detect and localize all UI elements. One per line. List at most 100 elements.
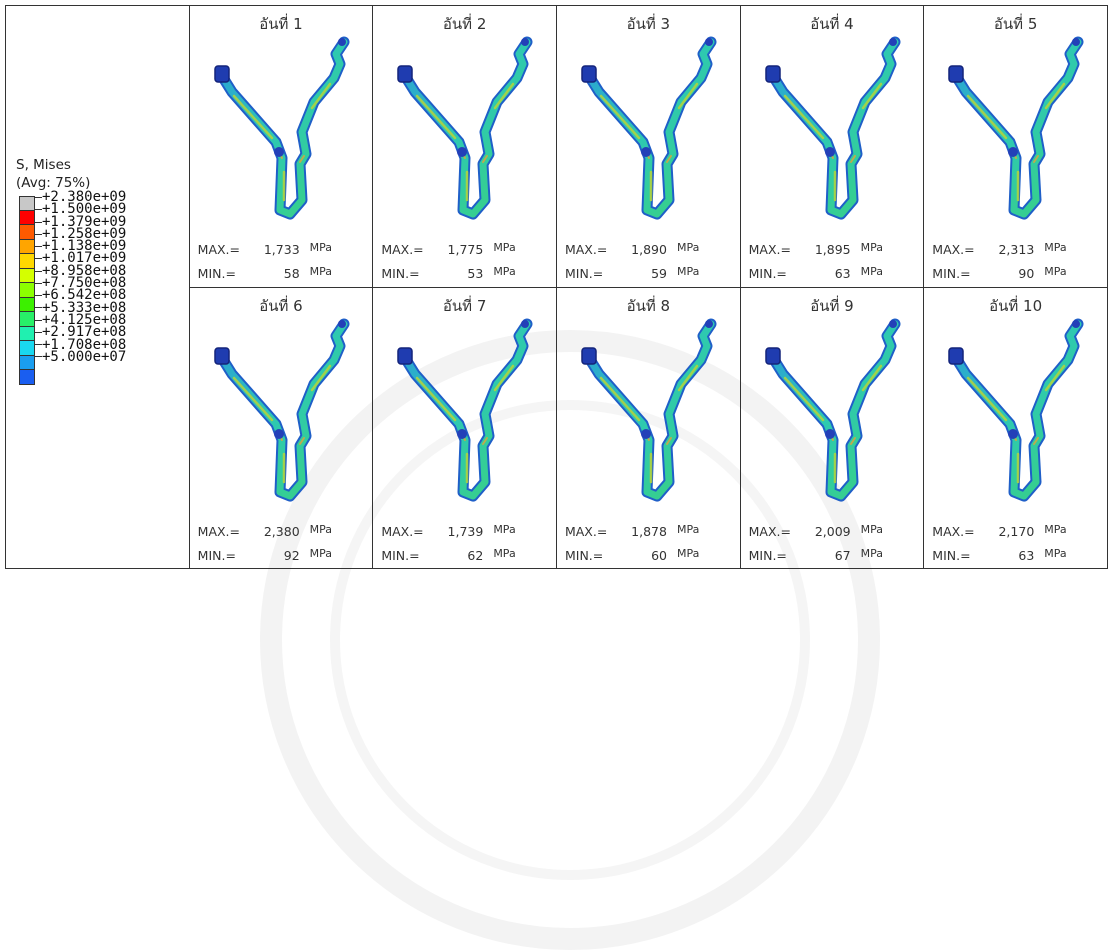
max-value: 2,170: [998, 523, 1035, 539]
max-value: 1,890: [631, 242, 667, 257]
fea-model-image: [581, 318, 717, 501]
legend-level-label: +1.138e+09: [42, 238, 127, 255]
max-unit: MPa: [493, 522, 516, 536]
max-unit: MPa: [309, 241, 333, 254]
cell-title: อันที่ 3: [626, 15, 671, 33]
min-value: 92: [283, 547, 300, 563]
legend-swatch: [19, 297, 35, 312]
legend-swatch: [19, 355, 35, 370]
legend-swatches: [19, 196, 35, 385]
min-label: MIN.=: [564, 547, 604, 563]
min-label: MIN.=: [197, 266, 236, 281]
fea-model-image: [213, 36, 350, 220]
fea-model-image: [213, 318, 350, 501]
stress-legend: S, Mises (Avg: 75%) +2.380e+09+1.500e+09…: [16, 156, 126, 385]
fea-model-image: [764, 36, 901, 220]
cell-title: อันที่ 9: [810, 296, 854, 315]
max-label: MAX.=: [932, 523, 975, 539]
cell-title: อันที่ 4: [810, 15, 854, 33]
min-unit: MPa: [493, 546, 516, 560]
max-value: 1,775: [447, 242, 484, 257]
min-value: 63: [834, 266, 851, 281]
max-unit: MPa: [1044, 241, 1067, 254]
legend-level-label: +1.258e+09: [42, 225, 127, 242]
legend-swatch: [19, 370, 35, 385]
max-label: MAX.=: [748, 242, 791, 257]
legend-labels: +2.380e+09+1.500e+09+1.379e+09+1.258e+09…: [42, 189, 127, 365]
min-value: 62: [467, 547, 484, 563]
min-value: 90: [1018, 266, 1035, 281]
max-unit: MPa: [860, 522, 883, 536]
min-unit: MPa: [676, 546, 700, 560]
min-unit: MPa: [860, 546, 883, 560]
legend-tick: [35, 319, 42, 321]
legend-level-label: +5.000e+07: [42, 348, 127, 365]
legend-tick: [35, 344, 42, 346]
max-unit: MPa: [493, 241, 516, 254]
legend-subtitle: (Avg: 75%): [16, 175, 91, 191]
results-grid: S, Mises (Avg: 75%) +2.380e+09+1.500e+09…: [5, 5, 1108, 569]
legend-tick: [35, 209, 42, 211]
max-label: MAX.=: [748, 523, 791, 539]
legend-tick: [35, 221, 42, 223]
min-unit: MPa: [309, 546, 333, 560]
cell-title: อันที่ 1: [259, 15, 303, 33]
model-view: [204, 32, 360, 232]
model-view: [571, 314, 727, 514]
min-unit: MPa: [860, 265, 883, 278]
legend-level-label: +1.017e+09: [42, 250, 127, 267]
legend-swatch: [19, 210, 35, 225]
legend-title: S, Mises: [16, 157, 71, 173]
fea-model-image: [764, 318, 901, 501]
legend-level-label: +1.500e+09: [42, 201, 127, 218]
max-value: 2,313: [998, 242, 1035, 257]
legend-level-label: +2.380e+09: [42, 189, 127, 205]
max-label: MAX.=: [932, 242, 975, 257]
max-value: 1,878: [631, 523, 667, 539]
min-label: MIN.=: [381, 266, 420, 281]
legend-level-label: +4.125e+08: [42, 311, 127, 328]
legend-swatch: [19, 341, 35, 356]
legend-tick: [35, 246, 42, 247]
legend-level-label: +1.379e+09: [42, 213, 127, 230]
max-label: MAX.=: [564, 523, 608, 539]
max-label: MAX.=: [381, 523, 424, 539]
min-stat: MIN.= 63 MPa: [748, 265, 883, 281]
max-value: 2,380: [263, 523, 300, 539]
model-view: [387, 32, 543, 232]
max-value: 1,733: [263, 242, 300, 257]
legend-tick: [35, 295, 42, 297]
min-label: MIN.=: [748, 266, 787, 281]
legend-cell: S, Mises (Avg: 75%) +2.380e+09+1.500e+09…: [5, 5, 190, 569]
legend-level-label: +7.750e+08: [42, 275, 127, 292]
min-value: 63: [1018, 547, 1035, 563]
max-stat: MAX.= 2,313 MPa: [932, 241, 1067, 257]
legend-level-label: +2.917e+08: [42, 324, 127, 341]
legend-tick: [35, 197, 42, 198]
fea-model-image: [948, 36, 1084, 220]
model-view: [938, 314, 1094, 514]
legend-level-label: +5.333e+08: [42, 299, 127, 316]
legend-tick: [35, 258, 42, 260]
min-label: MIN.=: [932, 547, 971, 563]
legend-swatch: [19, 225, 35, 240]
min-label: MIN.=: [748, 547, 787, 563]
